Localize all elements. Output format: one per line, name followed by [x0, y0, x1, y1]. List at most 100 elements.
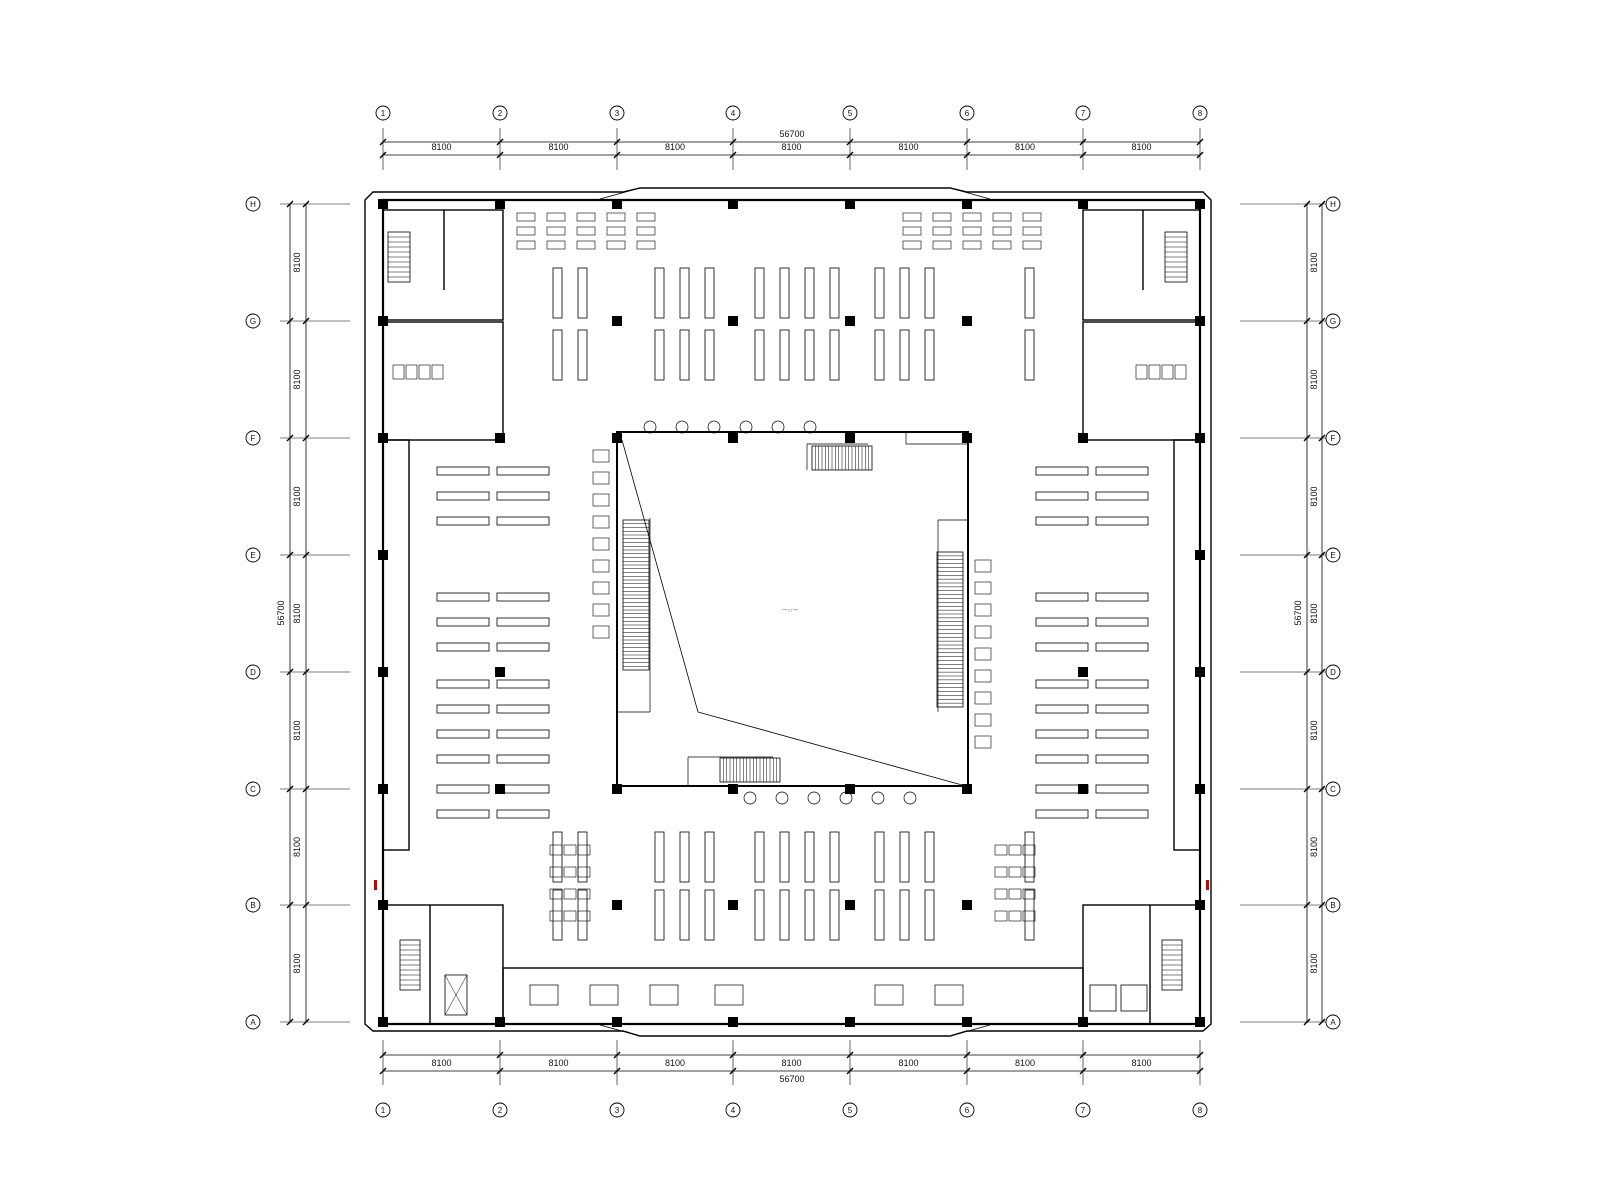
- grid-bubble: [245, 430, 261, 446]
- bookshelf-icon: [779, 889, 790, 941]
- dimension-label: 8100: [292, 837, 302, 857]
- toilet-icon: [1148, 364, 1161, 380]
- dimension-label: 8100: [898, 1058, 918, 1068]
- dimension-label: 8100: [1309, 953, 1319, 973]
- round-table-icon: [775, 791, 789, 805]
- table-icon: [577, 888, 591, 900]
- table-icon: [1008, 844, 1022, 856]
- grid-bubble-label: D: [1330, 668, 1336, 677]
- grid-bubble-label: G: [1330, 317, 1336, 326]
- table-icon: [962, 240, 982, 250]
- bookshelf-icon: [1095, 466, 1149, 476]
- grid-bubble-label: E: [250, 551, 255, 560]
- structural-column: [962, 900, 972, 910]
- bookshelf-icon: [496, 704, 550, 714]
- bookshelf-icon: [679, 889, 690, 941]
- grid-bubble: [959, 105, 975, 121]
- table-icon: [974, 581, 992, 595]
- grid-bubble-label: H: [1330, 200, 1336, 209]
- table-icon: [994, 866, 1008, 878]
- structural-column: [1078, 433, 1088, 443]
- structural-column: [845, 199, 855, 209]
- dimension-label: 8100: [1309, 603, 1319, 623]
- grid-bubble: [1325, 664, 1341, 680]
- structural-column: [1195, 900, 1205, 910]
- structural-column: [1195, 550, 1205, 560]
- bookshelf-icon: [804, 831, 815, 883]
- structural-column: [728, 199, 738, 209]
- bookshelf-icon: [1035, 809, 1089, 819]
- bookshelf-icon: [496, 642, 550, 652]
- table-icon: [563, 888, 577, 900]
- structural-column: [1195, 433, 1205, 443]
- bookshelf-icon: [679, 267, 690, 319]
- grid-bubble-label: 3: [615, 109, 620, 118]
- bookshelf-icon: [496, 466, 550, 476]
- elevator-cross: [444, 974, 468, 1016]
- table-icon: [592, 581, 610, 595]
- round-table-icon: [675, 420, 689, 434]
- grid-bubble: [1325, 1014, 1341, 1030]
- bookshelf-icon: [829, 889, 840, 941]
- grid-bubble: [1325, 781, 1341, 797]
- round-table-icon: [803, 420, 817, 434]
- grid-bubble: [1325, 897, 1341, 913]
- structural-column: [962, 784, 972, 794]
- table-icon: [992, 226, 1012, 236]
- table-icon: [714, 984, 744, 1006]
- bookshelf-icon: [436, 617, 490, 627]
- bookshelf-icon: [1035, 466, 1089, 476]
- table-icon: [549, 910, 563, 922]
- structural-column: [612, 784, 622, 794]
- structural-column: [1195, 784, 1205, 794]
- bookshelf-icon: [436, 592, 490, 602]
- bookshelf-icon: [436, 642, 490, 652]
- grid-bubble: [959, 1102, 975, 1118]
- bookshelf-icon: [654, 889, 665, 941]
- grid-bubble: [1075, 1102, 1091, 1118]
- bookshelf-icon: [1035, 592, 1089, 602]
- bookshelf-icon: [804, 329, 815, 381]
- dimension-label: 8100: [548, 1058, 568, 1068]
- bookshelf-icon: [924, 831, 935, 883]
- dimension-ticks: [280, 128, 1330, 1085]
- grid-bubble: [245, 196, 261, 212]
- structural-column: [728, 316, 738, 326]
- dimension-label: 8100: [292, 252, 302, 272]
- round-table-icon: [771, 420, 785, 434]
- toilet-icon: [1174, 364, 1187, 380]
- grid-bubble: [245, 547, 261, 563]
- structural-column: [378, 1017, 388, 1027]
- grid-bubble: [1192, 105, 1208, 121]
- table-icon: [516, 240, 536, 250]
- table-icon: [974, 735, 992, 749]
- bookshelf-icon: [552, 831, 563, 883]
- bookshelf-icon: [496, 809, 550, 819]
- bookshelf-icon: [874, 329, 885, 381]
- table-icon: [563, 910, 577, 922]
- table-icon: [974, 647, 992, 661]
- table-icon: [1008, 866, 1022, 878]
- grid-bubble-label: 2: [498, 109, 503, 118]
- grid-bubble-label: F: [1331, 434, 1336, 443]
- toilet-icon: [1161, 364, 1174, 380]
- table-icon: [1022, 888, 1036, 900]
- bookshelf-icon: [899, 329, 910, 381]
- structural-column: [495, 784, 505, 794]
- dimension-label: 8100: [292, 603, 302, 623]
- structural-column: [495, 1017, 505, 1027]
- bookshelf-icon: [436, 704, 490, 714]
- bookshelf-icon: [704, 267, 715, 319]
- table-icon: [994, 910, 1008, 922]
- table-icon: [974, 713, 992, 727]
- bookshelf-icon: [1035, 516, 1089, 526]
- bookshelf-icon: [1095, 592, 1149, 602]
- total-dimension-label: 56700: [1293, 600, 1303, 625]
- bookshelf-icon: [829, 267, 840, 319]
- grid-bubble-label: 4: [731, 1106, 736, 1115]
- grid-bubble-label: G: [250, 317, 256, 326]
- toilet-icon: [431, 364, 444, 380]
- grid-bubble: [1325, 547, 1341, 563]
- table-icon: [549, 844, 563, 856]
